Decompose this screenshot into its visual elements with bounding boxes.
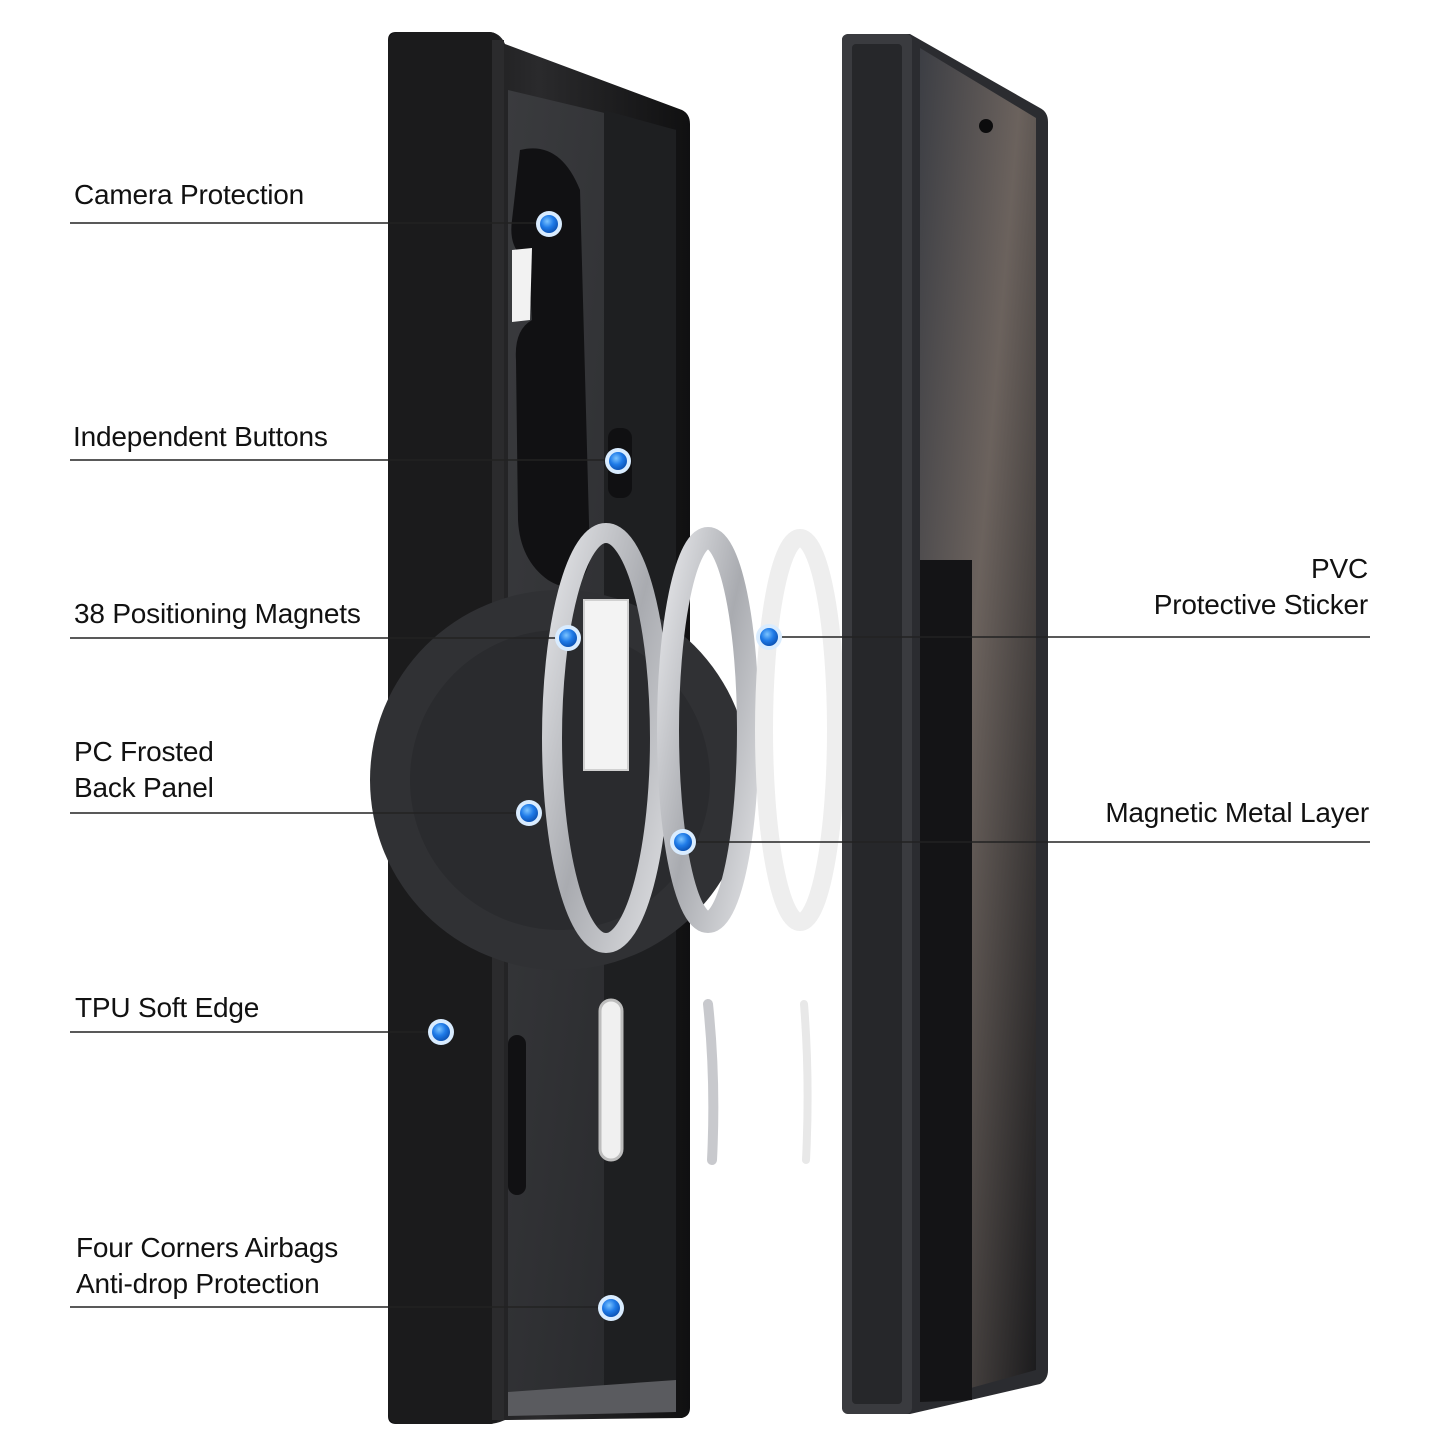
- callout-line: PVC: [1311, 553, 1368, 584]
- magnetic-metal-ring: [657, 527, 759, 1165]
- marker-dots: [428, 211, 782, 1321]
- callout-line: Four Corners Airbags: [76, 1232, 339, 1263]
- callout-line: Protective Sticker: [1153, 589, 1368, 620]
- callout-line: TPU Soft Edge: [75, 992, 260, 1023]
- marker-camera-icon: [536, 211, 562, 237]
- callout-positioning-magnets: 38 Positioning Magnets: [74, 596, 361, 632]
- callout-line: Independent Buttons: [73, 421, 328, 452]
- callout-independent-buttons: Independent Buttons: [73, 419, 328, 455]
- speaker-slot: [508, 1035, 526, 1195]
- marker-buttons-icon: [605, 448, 631, 474]
- callout-camera-protection: Camera Protection: [74, 177, 304, 213]
- marker-four-corners-icon: [598, 1295, 624, 1321]
- phone-device: [842, 34, 1048, 1414]
- magnet-slot-window: [583, 599, 629, 771]
- callout-line: Anti-drop Protection: [76, 1268, 320, 1299]
- phone-case-bottom-oval: [598, 998, 624, 1162]
- callout-line: PC Frosted: [74, 736, 214, 767]
- leader-lines: [70, 222, 1370, 1308]
- callout-line: 38 Positioning Magnets: [74, 598, 361, 629]
- pvc-sticker-ring: [755, 529, 845, 1164]
- marker-magnetic-layer-icon: [670, 829, 696, 855]
- front-camera: [979, 119, 993, 133]
- camera-window: [512, 248, 532, 322]
- callout-magnetic-layer: Magnetic Metal Layer: [1105, 795, 1369, 831]
- callout-four-corners: Four Corners Airbags Anti-drop Protectio…: [76, 1230, 338, 1302]
- marker-back-panel-icon: [516, 800, 542, 826]
- callout-line: Magnetic Metal Layer: [1105, 797, 1369, 828]
- callout-line: Camera Protection: [74, 179, 305, 210]
- callout-tpu-soft-edge: TPU Soft Edge: [75, 990, 259, 1026]
- marker-magnets-icon: [555, 625, 581, 651]
- marker-tpu-edge-icon: [428, 1019, 454, 1045]
- callout-line: Back Panel: [74, 772, 214, 803]
- marker-pvc-icon: [756, 624, 782, 650]
- callout-pvc-sticker: PVC Protective Sticker: [1154, 551, 1368, 623]
- callout-pc-back-panel: PC Frosted Back Panel: [74, 734, 214, 806]
